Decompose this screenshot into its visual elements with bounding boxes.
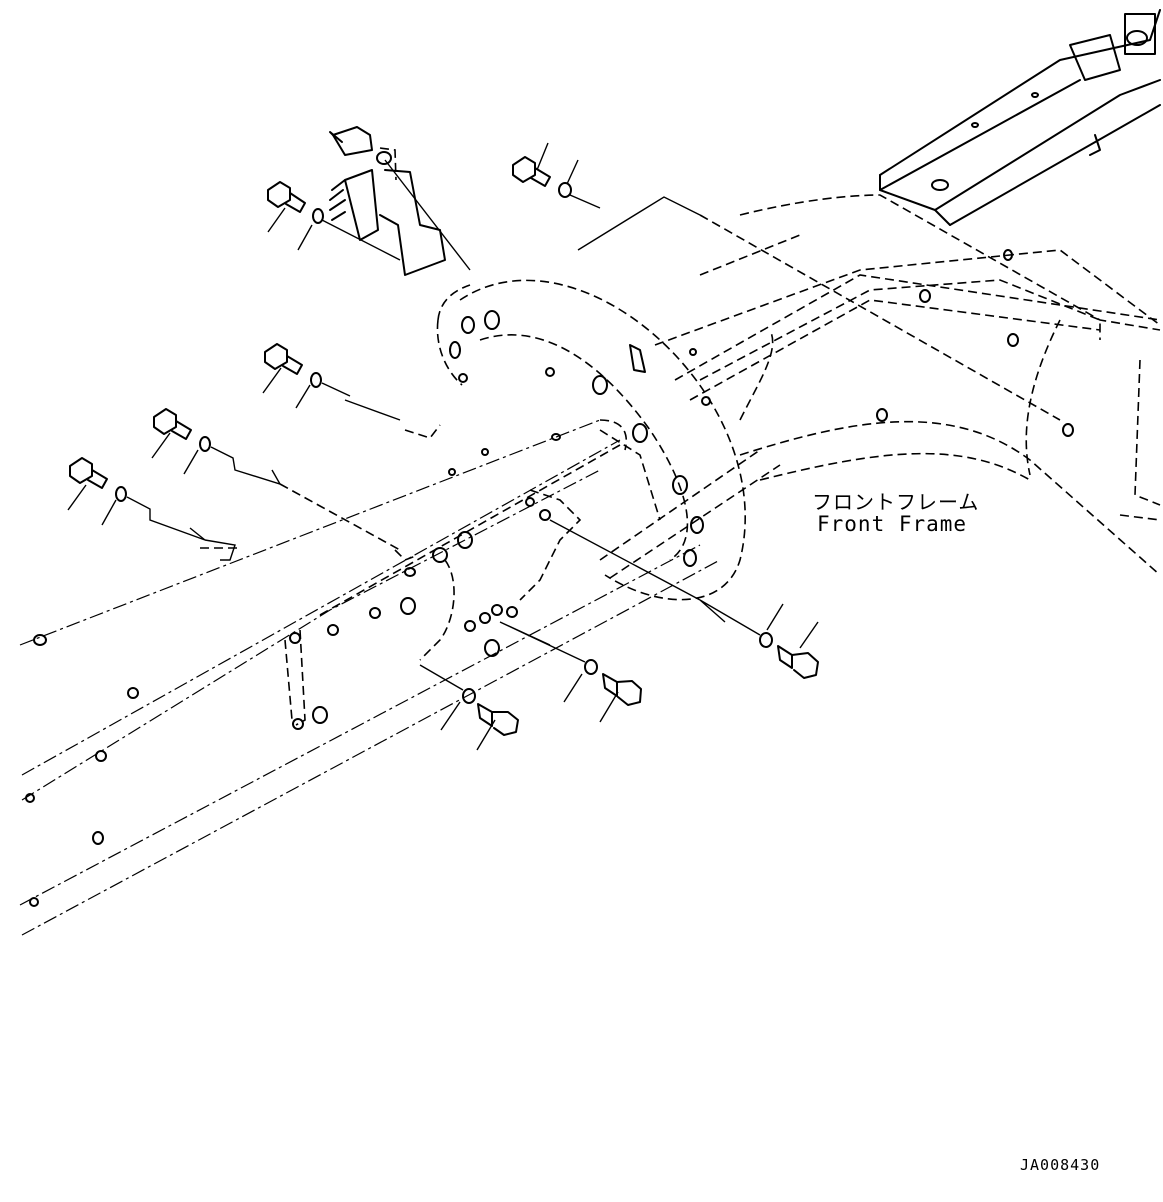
mounting-blocks (284, 489, 582, 730)
rear-frame-upper (879, 9, 1161, 226)
bracket-assembly (329, 126, 471, 276)
bolts-and-washers (67, 142, 1061, 751)
front-frame-label-en: Front Frame (817, 512, 968, 536)
front-frame-label-jp: フロントフレーム (812, 490, 980, 514)
drawing-code: JA008430 (1020, 1156, 1101, 1174)
lower-main-frame (19, 419, 721, 936)
guide-lines (200, 147, 661, 561)
swing-circle-ring (436, 279, 747, 601)
upper-rails (599, 274, 1161, 579)
front-frame (654, 194, 1161, 576)
